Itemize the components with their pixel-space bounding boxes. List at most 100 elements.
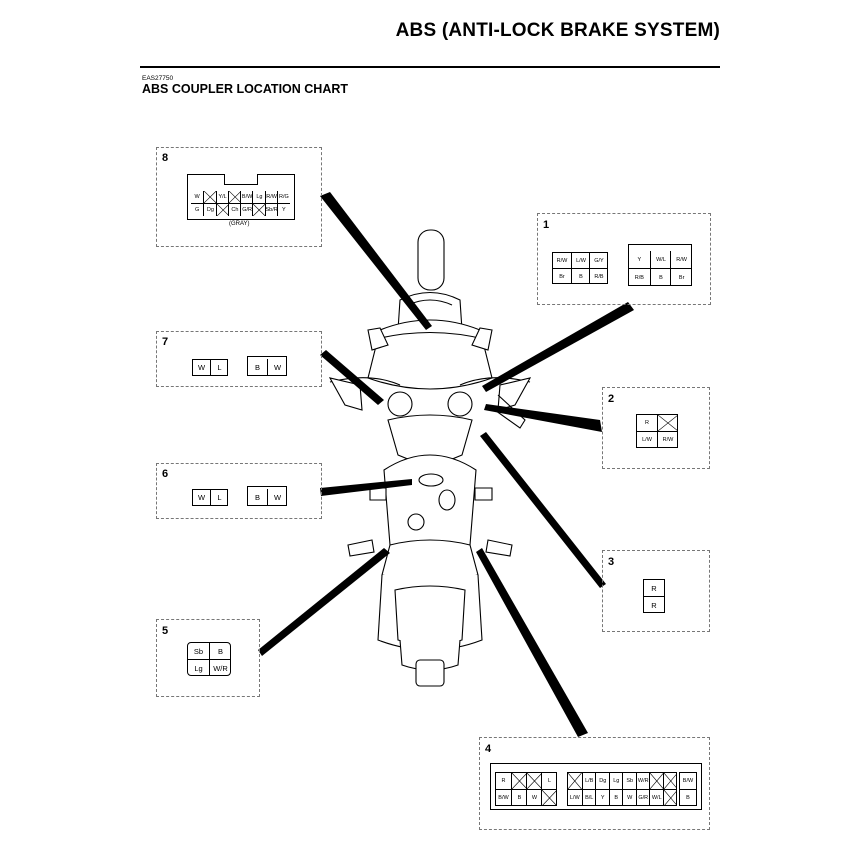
pin-label: Lg	[252, 191, 265, 203]
pin-label: B/W	[240, 191, 253, 203]
pin-label: R/W	[670, 251, 692, 268]
pin-label: Y	[276, 203, 290, 216]
empty-pin-cell	[511, 773, 527, 789]
empty-pin-cell	[657, 415, 678, 431]
pin-label: W/R	[209, 659, 231, 676]
coupler-number-4: 4	[485, 743, 492, 755]
pin-label: L/W	[571, 253, 590, 268]
coupler-number-7: 7	[162, 336, 169, 348]
leader-line-4	[476, 548, 588, 737]
pin-label: W	[267, 359, 287, 375]
pin-label: B/W	[682, 778, 694, 784]
coupler-number-8: 8	[162, 152, 169, 164]
pin-label: B	[649, 268, 672, 286]
coupler-number-2: 2	[608, 393, 615, 405]
pin-label: B	[571, 268, 590, 284]
pin-label: L	[541, 773, 557, 789]
pin-label: L/W	[568, 789, 582, 806]
pin-label: L/B	[581, 773, 597, 789]
pin-label: Y	[595, 789, 610, 806]
leader-lines	[258, 192, 634, 737]
pin-label: R	[644, 596, 664, 613]
pin-label: W/R	[635, 773, 651, 789]
pin-label: B	[254, 362, 260, 372]
empty-pin-cell	[662, 773, 677, 789]
leader-line-6	[320, 479, 412, 496]
pin-label: B/W	[496, 789, 511, 806]
pin-label: W	[197, 363, 206, 372]
pin-label: W/L	[649, 789, 664, 806]
pin-label: W/L	[649, 251, 672, 268]
pin-label: B	[511, 789, 527, 806]
pin-label: Br	[553, 268, 571, 284]
pin-label: W	[197, 493, 206, 502]
pin-label: B	[608, 789, 623, 806]
coupler-number-3: 3	[608, 556, 615, 568]
pin-label: Lg	[188, 659, 209, 676]
empty-pin-cell	[215, 203, 229, 216]
empty-pin-cell	[203, 191, 217, 203]
pin-label: G/R	[240, 203, 254, 216]
coupler-number-1: 1	[543, 219, 550, 231]
pin-label: W	[267, 489, 287, 505]
pin-label: Sb	[622, 773, 637, 789]
pin-label: Dg	[203, 203, 217, 216]
empty-pin-cell	[252, 203, 266, 216]
pin-label: Br	[670, 268, 692, 286]
leader-line-8	[320, 192, 432, 330]
pin-label: B	[254, 492, 260, 502]
motorcycle-outline	[328, 229, 532, 687]
empty-pin-cell	[662, 789, 677, 806]
pin-label: Ch	[227, 203, 241, 216]
empty-pin-cell	[526, 773, 542, 789]
leader-line-1	[482, 302, 634, 392]
section-title: ABS COUPLER LOCATION CHART	[142, 82, 349, 96]
pin-label: G/Y	[589, 253, 608, 268]
pin-label: R/G	[276, 191, 290, 203]
leader-line-2	[484, 404, 602, 432]
pin-label: B/L	[581, 789, 596, 806]
leader-line-5	[258, 548, 390, 656]
pin-label: R/B	[589, 268, 608, 284]
coupler-number-6: 6	[162, 468, 169, 480]
section-code: EAS27750	[142, 75, 174, 82]
empty-pin-cell	[541, 789, 557, 806]
pin-label: L/W	[637, 431, 657, 448]
pin-label: R/W	[657, 431, 678, 448]
coupler-8-color-label: (GRAY)	[229, 221, 250, 227]
pin-label: R/W	[556, 257, 568, 264]
leader-line-7	[320, 350, 384, 405]
pin-label: R/B	[629, 268, 650, 286]
pin-label: Y/L	[215, 191, 229, 203]
pin-label: R	[651, 583, 657, 593]
pin-label: Sb/R	[264, 203, 278, 216]
pin-label: R	[645, 420, 649, 426]
pin-label: R/W	[264, 191, 278, 203]
page-header-title: ABS (ANTI-LOCK BRAKE SYSTEM)	[395, 20, 720, 41]
pin-label: L	[210, 360, 228, 375]
pin-label: W	[526, 789, 542, 806]
pin-label: B	[209, 643, 231, 659]
pin-label: Lg	[608, 773, 624, 789]
empty-pin-cell	[227, 191, 241, 203]
coupler-number-5: 5	[162, 625, 169, 637]
pin-label: G/R	[635, 789, 650, 806]
pin-label: Sb	[193, 646, 204, 656]
pin-label: L	[210, 490, 228, 505]
